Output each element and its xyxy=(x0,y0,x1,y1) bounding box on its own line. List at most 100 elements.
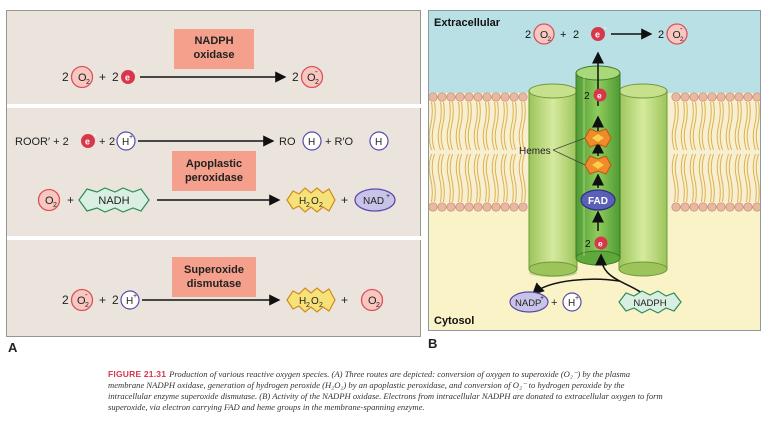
subscript: 2 xyxy=(319,202,323,209)
panel-a: NADPH oxidase 2 O 2 + 2 e - 2 O 2 - ROOR… xyxy=(6,10,422,337)
subscript: 2 xyxy=(315,79,319,86)
heme-group xyxy=(584,128,612,148)
superoxide-molecule xyxy=(70,288,94,312)
lipid-tail xyxy=(680,101,688,151)
coefficient: 2 xyxy=(62,70,69,84)
proton-charge: + xyxy=(129,134,133,141)
plus-sign: + xyxy=(67,193,74,207)
lipid-head xyxy=(429,202,438,212)
helix-top xyxy=(528,83,578,99)
electron-charge: - xyxy=(94,130,97,139)
proton-charge: + xyxy=(133,293,137,300)
lipid-head xyxy=(680,202,690,212)
lipid-head xyxy=(689,92,699,102)
lipid-tail xyxy=(500,153,508,203)
nadph-product-arrow xyxy=(531,278,620,296)
oxygen-label: O xyxy=(77,295,86,307)
caption-text: Production of various reactive oxygen sp… xyxy=(108,369,663,412)
electron xyxy=(121,70,135,84)
lipid-head xyxy=(734,92,744,102)
enzyme-box-superoxide-dismutase xyxy=(172,257,256,297)
channel-bottom xyxy=(575,250,621,266)
charge: - xyxy=(85,290,88,299)
lipid-tail xyxy=(734,153,742,203)
charge: - xyxy=(315,67,318,76)
lipid-head xyxy=(698,92,708,102)
panel-b: 2 e Hemes FAD 2 e xyxy=(428,10,761,331)
enzyme-name: Superoxide xyxy=(184,264,244,276)
lipid-tail xyxy=(500,101,508,151)
panel-a-label: A xyxy=(8,340,18,355)
heme-group xyxy=(584,155,612,175)
electron-charge: - xyxy=(604,23,607,32)
lipid-tail xyxy=(446,153,454,203)
product-text: + R′O xyxy=(325,136,353,148)
proton-label: H xyxy=(126,296,133,307)
extracellular-label: Extracellular xyxy=(434,17,501,29)
nadh-label: NADH xyxy=(98,195,129,207)
subscript: 2 xyxy=(86,79,90,86)
lipid-tail xyxy=(518,153,526,203)
cytosol-label: Cytosol xyxy=(434,315,474,327)
coefficient: 2 xyxy=(109,136,115,148)
lipid-tail xyxy=(429,153,436,203)
proton xyxy=(562,292,582,312)
oxygen-molecule xyxy=(37,188,61,212)
nad-charge: + xyxy=(386,193,390,200)
transmembrane-helix xyxy=(618,90,668,270)
reactant-text: ROOR′ + 2 xyxy=(15,136,69,148)
oxygen-label: O xyxy=(78,72,87,84)
plus-sign: + xyxy=(560,29,566,41)
lipid-head xyxy=(698,202,708,212)
oxygen-label: O xyxy=(307,72,316,84)
lipid-tail xyxy=(743,153,751,203)
proton xyxy=(116,131,136,151)
lipid-tail xyxy=(464,101,472,151)
panel-b-label: B xyxy=(428,336,438,351)
subscript: 2 xyxy=(53,202,57,209)
lipid-tail xyxy=(437,153,445,203)
electron-label: e xyxy=(598,239,603,249)
lipid-head xyxy=(491,202,501,212)
coefficient: 2 xyxy=(292,70,299,84)
lipid-tail xyxy=(509,153,517,203)
lipid-tail xyxy=(725,101,733,151)
lipid-head xyxy=(716,92,726,102)
electron xyxy=(593,88,607,102)
superoxide-molecule xyxy=(666,23,688,45)
plus-sign: + xyxy=(341,293,348,307)
hydrogen-peroxide-molecule xyxy=(286,287,336,313)
nadp-charge: + xyxy=(540,295,544,302)
lipid-tail xyxy=(671,101,679,151)
enzyme-name: NADPH xyxy=(194,35,233,47)
panel-a-diagram: NADPH oxidase 2 O 2 + 2 e - 2 O 2 - ROOR… xyxy=(7,29,422,313)
lipid-head xyxy=(500,202,510,212)
proton-label: H xyxy=(122,137,129,148)
lipid-head xyxy=(671,202,681,212)
electron-label: e xyxy=(597,91,602,101)
coefficient: 2 xyxy=(112,293,119,307)
lipid-head xyxy=(743,92,753,102)
lipid-head xyxy=(509,202,519,212)
lipid-tail xyxy=(743,101,751,151)
transmembrane-helix xyxy=(528,90,578,270)
lipid-head xyxy=(437,92,447,102)
helix-bottom xyxy=(618,261,668,277)
nadp-molecule xyxy=(509,291,549,313)
lipid-head xyxy=(473,202,483,212)
nadph-molecule xyxy=(618,290,682,314)
lipid-head xyxy=(752,92,760,102)
lipid-head xyxy=(734,202,744,212)
proton xyxy=(120,290,140,310)
proton-charge: + xyxy=(575,295,579,302)
lipid-head xyxy=(446,202,456,212)
lipid-head xyxy=(518,202,528,212)
lipid-head xyxy=(671,92,681,102)
heme-center xyxy=(592,134,604,142)
lipid-tail xyxy=(482,153,490,203)
lipid-head xyxy=(689,202,699,212)
lipid-tail xyxy=(752,153,760,203)
lipid-tail xyxy=(752,101,760,151)
proton-label: H xyxy=(375,137,382,148)
lipid-tail xyxy=(725,153,733,203)
